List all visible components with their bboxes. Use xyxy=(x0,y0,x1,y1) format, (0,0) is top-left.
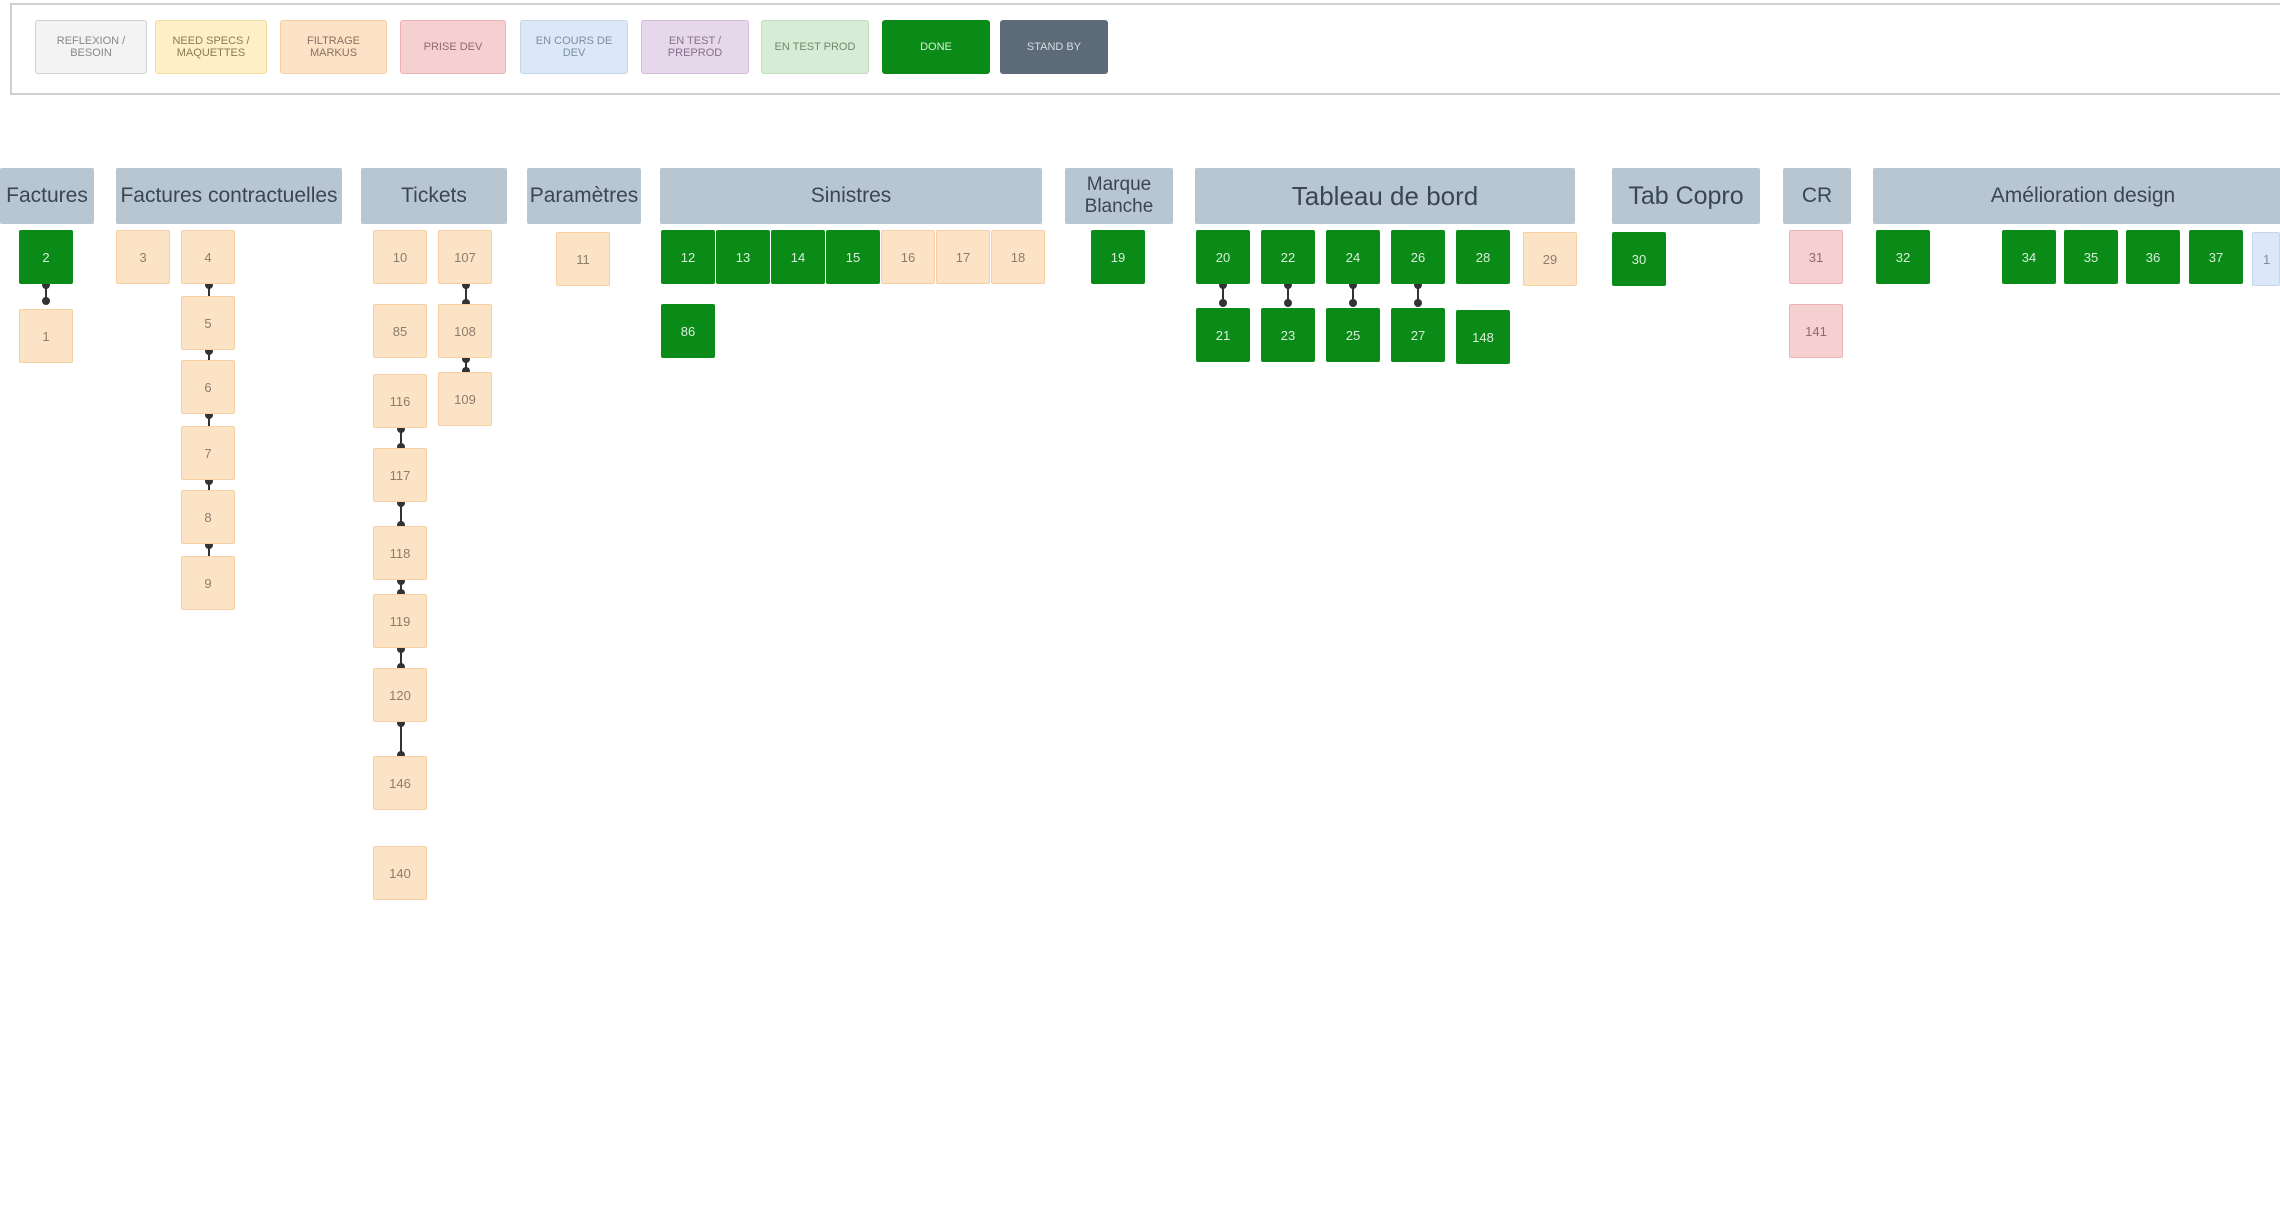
legend-chip-prise-dev: PRISE DEV xyxy=(400,20,506,74)
ticket-19[interactable]: 19 xyxy=(1091,230,1145,284)
ticket-29[interactable]: 29 xyxy=(1523,232,1577,286)
ticket-24[interactable]: 24 xyxy=(1326,230,1380,284)
legend-chip-filtrage: FILTRAGE MARKUS xyxy=(280,20,387,74)
link-2-1 xyxy=(42,281,50,305)
ticket-26[interactable]: 26 xyxy=(1391,230,1445,284)
link-116-117 xyxy=(397,425,405,451)
ticket-17[interactable]: 17 xyxy=(936,230,990,284)
ticket-5[interactable]: 5 xyxy=(181,296,235,350)
ticket-85[interactable]: 85 xyxy=(373,304,427,358)
ticket-31[interactable]: 31 xyxy=(1789,230,1843,284)
ticket-32[interactable]: 32 xyxy=(1876,230,1930,284)
ticket-148[interactable]: 148 xyxy=(1456,310,1510,364)
link-118-119 xyxy=(397,577,405,597)
legend-chip-en-cours-dev: EN COURS DE DEV xyxy=(520,20,628,74)
ticket-13[interactable]: 13 xyxy=(716,230,770,284)
link-120-146 xyxy=(397,719,405,759)
ticket-18[interactable]: 18 xyxy=(991,230,1045,284)
legend-chip-need-specs: NEED SPECS / MAQUETTES xyxy=(155,20,267,74)
link-119-120 xyxy=(397,645,405,671)
ticket-cut-off[interactable]: 1 xyxy=(2252,232,2280,286)
ticket-11[interactable]: 11 xyxy=(556,232,610,286)
link-107-108 xyxy=(462,281,470,307)
legend-chip-done: DONE xyxy=(882,20,990,74)
column-header-tab-copro: Tab Copro xyxy=(1612,168,1760,224)
link-22-23 xyxy=(1284,281,1292,307)
ticket-20[interactable]: 20 xyxy=(1196,230,1250,284)
link-26-27 xyxy=(1414,281,1422,307)
ticket-141[interactable]: 141 xyxy=(1789,304,1843,358)
ticket-22[interactable]: 22 xyxy=(1261,230,1315,284)
ticket-2[interactable]: 2 xyxy=(19,230,73,284)
ticket-23[interactable]: 23 xyxy=(1261,308,1315,362)
ticket-116[interactable]: 116 xyxy=(373,374,427,428)
ticket-108[interactable]: 108 xyxy=(438,304,492,358)
ticket-37[interactable]: 37 xyxy=(2189,230,2243,284)
ticket-35[interactable]: 35 xyxy=(2064,230,2118,284)
column-header-cr: CR xyxy=(1783,168,1851,224)
ticket-27[interactable]: 27 xyxy=(1391,308,1445,362)
ticket-146[interactable]: 146 xyxy=(373,756,427,810)
link-117-118 xyxy=(397,499,405,529)
column-header-tableau-de-bord: Tableau de bord xyxy=(1195,168,1575,224)
status-legend xyxy=(10,3,2280,95)
ticket-34[interactable]: 34 xyxy=(2002,230,2056,284)
ticket-10[interactable]: 10 xyxy=(373,230,427,284)
column-header-marque-blanche: Marque Blanche xyxy=(1065,168,1173,224)
legend-chip-en-test-prod: EN TEST PROD xyxy=(761,20,869,74)
ticket-12[interactable]: 12 xyxy=(661,230,715,284)
ticket-9[interactable]: 9 xyxy=(181,556,235,610)
column-header-factures: Factures xyxy=(0,168,94,224)
link-108-109 xyxy=(462,355,470,375)
legend-chip-en-test-preprod: EN TEST / PREPROD xyxy=(641,20,749,74)
ticket-3[interactable]: 3 xyxy=(116,230,170,284)
ticket-30[interactable]: 30 xyxy=(1612,232,1666,286)
ticket-117[interactable]: 117 xyxy=(373,448,427,502)
ticket-118[interactable]: 118 xyxy=(373,526,427,580)
column-header-parametres: Paramètres xyxy=(527,168,641,224)
ticket-6[interactable]: 6 xyxy=(181,360,235,414)
ticket-8[interactable]: 8 xyxy=(181,490,235,544)
ticket-15[interactable]: 15 xyxy=(826,230,880,284)
ticket-16[interactable]: 16 xyxy=(881,230,935,284)
ticket-28[interactable]: 28 xyxy=(1456,230,1510,284)
column-header-sinistres: Sinistres xyxy=(660,168,1042,224)
ticket-120[interactable]: 120 xyxy=(373,668,427,722)
column-header-tickets: Tickets xyxy=(361,168,507,224)
ticket-1[interactable]: 1 xyxy=(19,309,73,363)
ticket-109[interactable]: 109 xyxy=(438,372,492,426)
ticket-21[interactable]: 21 xyxy=(1196,308,1250,362)
ticket-36[interactable]: 36 xyxy=(2126,230,2180,284)
ticket-7[interactable]: 7 xyxy=(181,426,235,480)
ticket-119[interactable]: 119 xyxy=(373,594,427,648)
ticket-4[interactable]: 4 xyxy=(181,230,235,284)
legend-chip-stand-by: STAND BY xyxy=(1000,20,1108,74)
ticket-107[interactable]: 107 xyxy=(438,230,492,284)
ticket-86[interactable]: 86 xyxy=(661,304,715,358)
ticket-25[interactable]: 25 xyxy=(1326,308,1380,362)
legend-chip-reflexion: REFLEXION / BESOIN xyxy=(35,20,147,74)
ticket-14[interactable]: 14 xyxy=(771,230,825,284)
link-20-21 xyxy=(1219,281,1227,307)
column-header-amelioration-design: Amélioration design xyxy=(1873,168,2280,224)
ticket-140[interactable]: 140 xyxy=(373,846,427,900)
column-header-factures-contractuelles: Factures contractuelles xyxy=(116,168,342,224)
link-24-25 xyxy=(1349,281,1357,307)
